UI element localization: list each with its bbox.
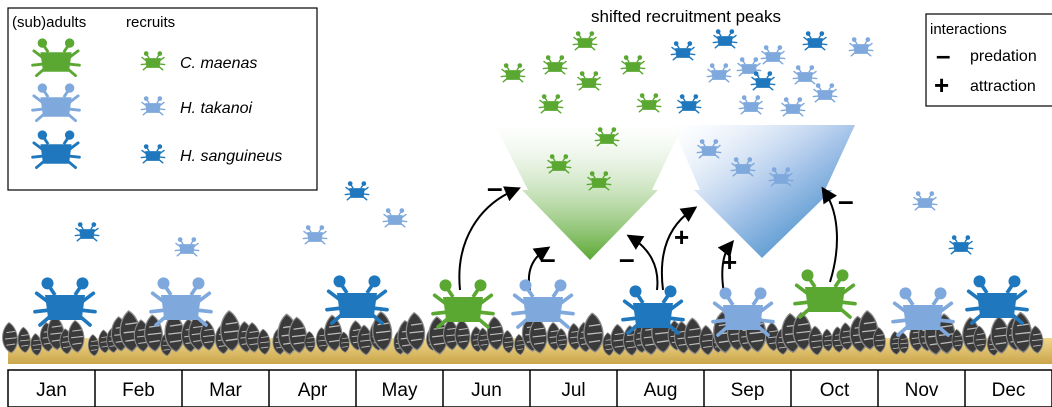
legend-label-c-maenas: C. maenas — [180, 55, 257, 72]
month-label: Sep — [731, 380, 765, 401]
month-cell-jun: Jun — [442, 370, 502, 407]
adult-crab-icon — [511, 277, 575, 329]
month-label: Jun — [471, 380, 502, 401]
month-timeline: Jan Feb Mar Apr May Jun Jul Aug Sep Oct Nov Dec — [7, 369, 1052, 407]
month-cell-dec: Dec — [964, 370, 1026, 407]
recruit-crab-icon — [792, 64, 818, 85]
interactions-legend: interactions – predation + attraction — [925, 13, 1052, 107]
recruit-crab-icon — [676, 93, 702, 114]
month-cell-aug: Aug — [616, 370, 678, 407]
month-label: May — [382, 380, 418, 401]
month-label: Jan — [36, 380, 67, 401]
attraction-mark: + — [674, 222, 689, 252]
month-label: Feb — [122, 380, 155, 401]
green-recruitment-arrow — [495, 125, 683, 260]
adult-crab-icon — [33, 275, 97, 327]
recruit-crab-icon — [670, 40, 696, 61]
blue-recruitment-arrow — [672, 125, 855, 258]
recruit-crab-icon — [302, 224, 328, 245]
month-label: Apr — [298, 380, 328, 401]
month-label: Jul — [561, 380, 585, 401]
recruit-crab-icon — [706, 62, 732, 83]
predation-label: predation — [970, 48, 1037, 65]
curved-arrow-icon — [821, 186, 838, 283]
month-cell-apr: Apr — [268, 370, 328, 407]
recruit-crab-icon — [750, 70, 776, 91]
adults-header: (sub)adults — [12, 14, 86, 31]
predation-mark: – — [619, 243, 635, 274]
recruit-crab-icon — [572, 30, 598, 51]
predation-mark: – — [540, 243, 556, 274]
recruit-crab-icon — [500, 62, 526, 83]
recruit-crab-icon — [760, 44, 786, 65]
predation-mark: – — [838, 185, 854, 216]
month-cell-feb: Feb — [94, 370, 155, 407]
adult-crab-icon — [431, 277, 495, 329]
recruit-crab-icon — [74, 221, 100, 242]
curved-arrow-icon — [458, 186, 521, 291]
recruit-crab-icon — [538, 93, 564, 114]
legend-label-h-takanoi: H. takanoi — [180, 100, 252, 117]
recruit-crab-icon — [802, 30, 828, 51]
month-label: Dec — [992, 380, 1026, 401]
recruits-header: recruits — [126, 14, 175, 31]
recruit-crab-icon — [780, 96, 806, 117]
legend-label-h-sanguineus: H. sanguineus — [180, 148, 282, 165]
diagram-title: shifted recruitment peaks — [591, 7, 781, 26]
month-cell-may: May — [355, 370, 418, 407]
recruit-crab-icon — [344, 180, 370, 201]
curved-arrow-icon — [660, 206, 698, 291]
recruit-crab-icon — [382, 207, 408, 228]
recruit-crab-icon — [738, 94, 764, 115]
month-label: Oct — [820, 380, 850, 401]
mussel-icon — [2, 322, 18, 354]
month-cell-nov: Nov — [877, 370, 939, 407]
interactions-header: interactions — [930, 21, 1007, 38]
recruit-crab-icon — [812, 82, 838, 103]
attraction-symbol: + — [934, 70, 949, 100]
predation-symbol: – — [936, 40, 950, 70]
attraction-mark: + — [722, 247, 737, 277]
recruit-crab-icon — [174, 236, 200, 257]
recruit-crab-icon — [620, 54, 646, 75]
attraction-label: attraction — [970, 78, 1036, 95]
curved-arrow-icon — [626, 234, 659, 291]
adult-crab-icon — [149, 275, 213, 327]
recruit-crab-icon — [636, 92, 662, 113]
recruit-crab-icon — [712, 28, 738, 49]
month-cell-jan: Jan — [36, 380, 67, 401]
predation-mark: – — [487, 172, 503, 203]
month-cell-oct: Oct — [790, 370, 850, 407]
recruit-crab-icon — [912, 190, 938, 211]
interaction-symbols: – – – + + – — [487, 172, 854, 277]
adult-crab-icon — [793, 267, 857, 319]
recruit-crab-icon — [848, 36, 874, 57]
month-cell-mar: Mar — [181, 370, 243, 407]
recruit-crab-icon — [948, 234, 974, 255]
month-label: Aug — [644, 380, 678, 401]
month-label: Mar — [209, 380, 242, 401]
month-label: Nov — [905, 380, 939, 401]
species-legend: (sub)adults recruits C. maenas H. takano… — [7, 7, 318, 191]
recruit-crab-icon — [542, 54, 568, 75]
month-cell-jul: Jul — [529, 370, 586, 407]
recruit-crab-icon — [576, 70, 602, 91]
month-cell-sep: Sep — [703, 370, 765, 407]
